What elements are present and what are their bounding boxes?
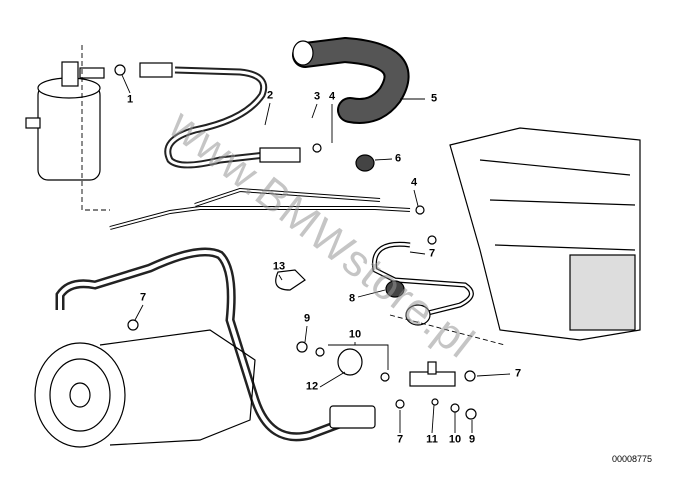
leader-lines [81, 45, 511, 434]
callout-7d: 7 [514, 367, 522, 380]
callout-7a: 7 [428, 247, 436, 260]
metal-pipe-2-highlight [194, 188, 381, 206]
callout-9a: 9 [303, 312, 311, 325]
callout-7b: 7 [139, 291, 147, 304]
callout-10a: 10 [348, 328, 362, 341]
diagram-id: 00008775 [612, 454, 653, 464]
callout-7c: 7 [396, 433, 404, 446]
lower-hose-highlight [58, 250, 351, 439]
protective-hose-opening [292, 40, 314, 66]
callout-4b: 4 [410, 176, 418, 189]
lower-pipe-highlight [373, 243, 473, 317]
callout-8: 8 [348, 292, 356, 305]
callout-11: 11 [426, 433, 438, 446]
evaporator [449, 127, 641, 341]
callout-1: 1 [126, 93, 134, 106]
callout-2: 2 [266, 89, 274, 102]
callout-9b: 9 [468, 433, 476, 446]
compressor [34, 329, 256, 448]
protective-hose-fill [294, 38, 408, 122]
metal-pipe-highlight [109, 207, 411, 229]
hose-fitting [139, 62, 173, 78]
pipe-nut [405, 304, 431, 326]
callout-12: 12 [305, 380, 319, 393]
upper-hose-highlight [166, 68, 266, 167]
callout-4: 4 [328, 90, 336, 103]
small-parts [114, 64, 477, 420]
hose-fitting [329, 405, 376, 429]
callout-10b: 10 [448, 433, 462, 446]
callout-6: 6 [394, 152, 402, 165]
callout-13: 13 [272, 260, 286, 273]
hose-fitting [259, 147, 301, 163]
receiver-drier [25, 61, 105, 181]
callout-3: 3 [313, 90, 321, 103]
callout-5: 5 [430, 92, 438, 105]
